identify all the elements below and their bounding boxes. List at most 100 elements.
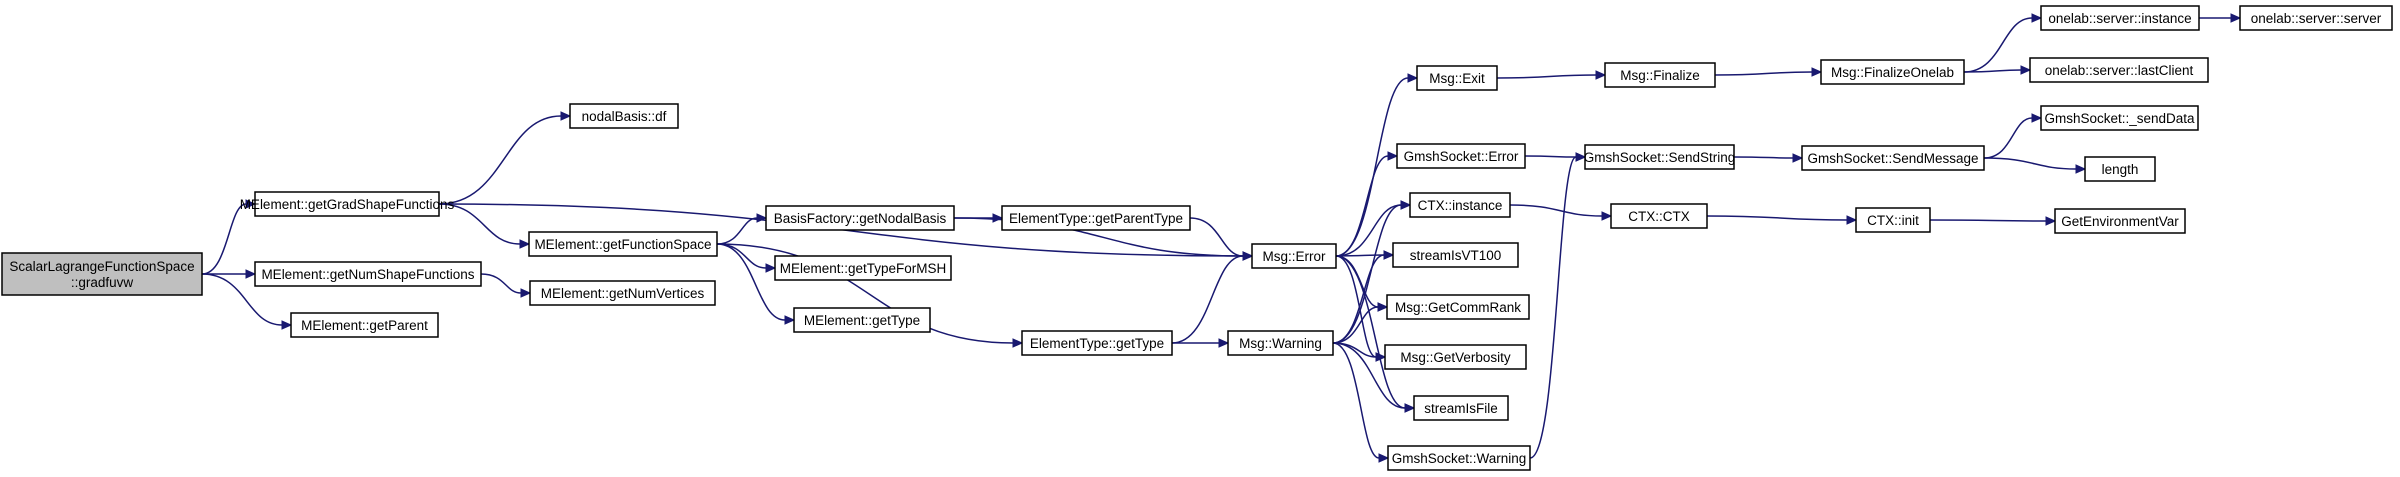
function-node-etpt[interactable]: ElementType::getParentType bbox=[1001, 205, 1191, 231]
arrowhead bbox=[1375, 352, 1387, 362]
node-box bbox=[2029, 57, 2209, 83]
node-box bbox=[1392, 242, 1519, 268]
function-node-ctx[interactable]: CTX::CTX bbox=[1610, 203, 1708, 229]
edge-line bbox=[1335, 255, 1406, 409]
node-box bbox=[793, 307, 931, 333]
edge-warn-to-gsw bbox=[1332, 342, 1390, 463]
node-label: nodalBasis::df bbox=[582, 109, 667, 124]
edge-line bbox=[1963, 17, 2033, 73]
function-node-verb[interactable]: Msg::GetVerbosity bbox=[1384, 344, 1527, 370]
function-node-warn[interactable]: Msg::Warning bbox=[1227, 330, 1334, 356]
function-node-etgt[interactable]: ElementType::getType bbox=[1021, 330, 1173, 356]
function-node-mgt[interactable]: MElement::getType bbox=[793, 307, 931, 333]
edge-line bbox=[1509, 204, 1603, 217]
edge-gssm-to-len bbox=[1983, 157, 2087, 174]
edge-line bbox=[1335, 254, 1385, 257]
function-node-gsw[interactable]: GmshSocket::Warning bbox=[1387, 445, 1531, 471]
function-node-fin[interactable]: Msg::Finalize bbox=[1604, 62, 1716, 88]
function-node-init[interactable]: CTX::init bbox=[1855, 207, 1931, 233]
node-box bbox=[1021, 330, 1173, 356]
edge-fol-to-osi bbox=[1963, 13, 2043, 73]
edge-line bbox=[1171, 255, 1244, 344]
function-node-fs[interactable]: MElement::getFunctionSpace bbox=[528, 231, 718, 257]
function-node-sd[interactable]: GmshSocket::_sendData bbox=[2040, 105, 2199, 131]
node-box bbox=[1384, 344, 1527, 370]
function-node-fol[interactable]: Msg::FinalizeOnelab bbox=[1820, 59, 1965, 85]
edge-ctxi-to-ctx bbox=[1509, 204, 1613, 221]
edge-line bbox=[1983, 157, 2077, 170]
function-node-vt[interactable]: streamIsVT100 bbox=[1392, 242, 1519, 268]
node-box bbox=[765, 205, 955, 231]
function-node-sif[interactable]: streamIsFile bbox=[1413, 395, 1509, 421]
edge-line bbox=[1189, 217, 1244, 257]
node-box bbox=[774, 255, 952, 281]
arrowhead bbox=[1846, 215, 1858, 225]
node-label: onelab::server::lastClient bbox=[2045, 63, 2194, 78]
edge-line bbox=[1332, 342, 1406, 409]
function-node-bfnb[interactable]: BasisFactory::getNodalBasis bbox=[765, 205, 955, 231]
arrowhead bbox=[2075, 164, 2087, 174]
function-node-gsss[interactable]: GmshSocket::SendString bbox=[1584, 144, 1736, 170]
function-node-par[interactable]: MElement::getParent bbox=[290, 312, 439, 338]
node-label: ElementType::getParentType bbox=[1009, 211, 1183, 226]
edge-line bbox=[1332, 204, 1402, 344]
function-node-ctxi[interactable]: CTX::instance bbox=[1409, 192, 1511, 218]
function-node-root[interactable]: ScalarLagrangeFunctionSpace::gradfuvw bbox=[1, 252, 203, 296]
arrowhead bbox=[784, 315, 796, 325]
function-node-rank[interactable]: Msg::GetCommRank bbox=[1386, 294, 1530, 320]
function-node-nsf[interactable]: MElement::getNumShapeFunctions bbox=[254, 261, 482, 287]
node-box bbox=[1, 252, 203, 296]
function-node-olc[interactable]: onelab::server::lastClient bbox=[2029, 57, 2209, 83]
node-box bbox=[1251, 243, 1337, 269]
edge-line bbox=[1335, 155, 1389, 257]
function-node-err[interactable]: Msg::Error bbox=[1251, 243, 1337, 269]
node-label: Msg::Error bbox=[1262, 249, 1326, 264]
function-node-gev[interactable]: GetEnvironmentVar bbox=[2054, 208, 2186, 234]
node-box bbox=[254, 191, 440, 217]
node-label: ScalarLagrangeFunctionSpace bbox=[9, 259, 194, 274]
function-node-gssm[interactable]: GmshSocket::SendMessage bbox=[1801, 145, 1985, 171]
node-label: GmshSocket::_sendData bbox=[2044, 111, 2195, 126]
edge-line bbox=[716, 243, 786, 321]
arrowhead bbox=[1383, 250, 1395, 260]
arrowhead bbox=[765, 263, 777, 273]
function-node-gserr[interactable]: GmshSocket::Error bbox=[1396, 143, 1526, 169]
function-node-oss[interactable]: onelab::server::server bbox=[2239, 5, 2393, 31]
node-label: GmshSocket::Error bbox=[1404, 149, 1519, 164]
edge-osi-to-oss bbox=[2199, 13, 2242, 23]
node-box bbox=[2040, 105, 2199, 131]
arrowhead bbox=[519, 239, 531, 249]
node-label: CTX::CTX bbox=[1628, 209, 1690, 224]
arrowhead bbox=[2045, 216, 2057, 226]
edge-exit-to-fin bbox=[1496, 70, 1607, 80]
edge-root-to-par bbox=[201, 273, 293, 330]
node-label: Msg::Exit bbox=[1429, 71, 1485, 86]
arrowhead bbox=[1012, 338, 1024, 348]
function-node-gsf[interactable]: MElement::getGradShapeFunctions bbox=[240, 191, 455, 217]
function-node-osi[interactable]: onelab::server::instance bbox=[2040, 5, 2200, 31]
node-box bbox=[1001, 205, 1191, 231]
edge-fin-to-fol bbox=[1714, 67, 1823, 77]
edge-line bbox=[1529, 156, 1577, 459]
function-node-nv[interactable]: MElement::getNumVertices bbox=[529, 280, 716, 306]
node-label: streamIsFile bbox=[1424, 401, 1498, 416]
edge-line bbox=[1714, 71, 1813, 76]
arrowhead bbox=[245, 269, 257, 279]
arrowhead bbox=[1242, 251, 1254, 261]
function-node-exit[interactable]: Msg::Exit bbox=[1416, 65, 1498, 91]
node-box bbox=[1409, 192, 1511, 218]
function-node-len[interactable]: length bbox=[2084, 156, 2156, 182]
node-box bbox=[1604, 62, 1716, 88]
node-box bbox=[1820, 59, 1965, 85]
node-label: BasisFactory::getNodalBasis bbox=[774, 211, 947, 226]
arrowhead bbox=[1595, 70, 1607, 80]
edge-fol-to-olc bbox=[1963, 65, 2032, 75]
arrowhead bbox=[1387, 151, 1399, 161]
node-label: onelab::server::instance bbox=[2048, 11, 2191, 26]
edge-gsf-to-ndf bbox=[438, 111, 572, 205]
edge-line bbox=[1332, 342, 1380, 459]
node-label: MElement::getType bbox=[804, 313, 920, 328]
edge-etgt-to-warn bbox=[1172, 338, 1230, 348]
function-node-tfm[interactable]: MElement::getTypeForMSH bbox=[774, 255, 952, 281]
function-node-ndf[interactable]: nodalBasis::df bbox=[569, 103, 679, 129]
